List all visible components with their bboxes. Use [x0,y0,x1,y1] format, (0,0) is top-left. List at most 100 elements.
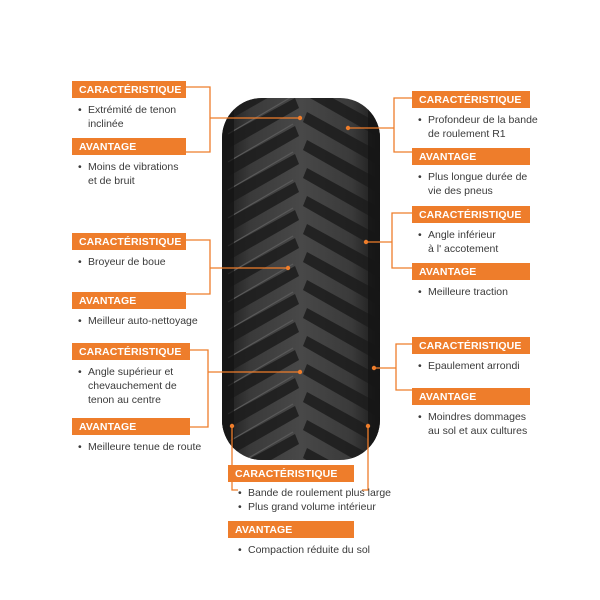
tread-lug-left [222,98,299,124]
callout-tread-tip: CARACTÉRISTIQUE Extrémité de tenoninclin… [72,80,186,188]
tread-ridge [227,179,294,219]
tread-lug-right [303,280,380,334]
tread-ridge [227,431,294,460]
leader-dots [229,115,377,429]
tread-lug-right [303,252,380,306]
tread-lug-left [222,378,299,432]
leader-mud-breaker [186,239,211,295]
tread-ridge [227,347,294,387]
dot-wide-right [365,423,371,429]
feature-list: Bande de roulement plus large Plus grand… [238,486,391,514]
benefit-list: Meilleure tenue de route [78,440,201,454]
tread-lug-right [303,336,380,390]
callout-wide-tread: CARACTÉRISTIQUE Bande de roulement plus … [228,464,391,557]
benefit-label: AVANTAGE [412,388,530,405]
tread-lug-left [222,238,299,292]
feature-list: Epaulement arrondi [418,359,530,373]
benefit-line-1: Meilleure traction [418,285,530,299]
callout-rounded-shoulder: CARACTÉRISTIQUE Epaulement arrondi AVANT… [412,336,530,438]
tread-ridge [227,123,294,163]
tread-lug-right [303,364,380,418]
tread-lug-left [222,210,299,264]
callout-upper-angle: CARACTÉRISTIQUE Angle supérieur etchevau… [72,342,201,454]
leader-wide-tread [231,426,238,491]
benefit-label: AVANTAGE [228,521,354,538]
tread-ridge [227,319,294,359]
dot-lower-angle [363,239,369,245]
tread-lug-left [222,98,299,152]
tread-lug-right [303,392,380,446]
feature-label: CARACTÉRISTIQUE [412,91,530,108]
feature-label: CARACTÉRISTIQUE [72,233,186,250]
leader-tread-tip [186,86,211,153]
tread-lug-right [303,224,380,278]
tread-ridge [227,375,294,415]
leader-upper-angle [190,349,209,428]
dot-wide-left [229,423,235,429]
leader-lower-angle [391,212,412,269]
tread-ridge [227,263,294,303]
benefit-line-1: Meilleur auto-nettoyage [78,314,198,328]
callout-tread-depth: CARACTÉRISTIQUE Profondeur de la bandede… [412,90,538,198]
tread-lug-left [222,322,299,376]
tread-lug-right [303,308,380,362]
tread-ridge [227,98,294,135]
feature-line-1: Bande de roulement plus large [238,486,391,500]
tread-ridge [227,291,294,331]
tread-lug-left [222,350,299,404]
tread-lug-left [222,434,299,460]
feature-line-1: Broyeur de boue [78,255,198,269]
benefit-label: AVANTAGE [72,138,186,155]
tread-lug-left [222,406,299,460]
tread-lug-left [222,126,299,180]
benefit-label: AVANTAGE [72,292,186,309]
tire-edge-right [368,98,380,460]
tread-ridge [227,151,294,191]
benefit-list: Meilleur auto-nettoyage [78,314,198,328]
feature-label: CARACTÉRISTIQUE [228,465,354,482]
dot-tread-tip [297,115,303,121]
tread-lugs [222,98,380,460]
tread-ridge [227,207,294,247]
tread-lug-right [303,196,380,250]
tread-lug-right [303,98,380,138]
tread-lug-right [303,420,380,460]
feature-label: CARACTÉRISTIQUE [412,206,530,223]
benefit-list: Compaction réduite du sol [238,543,391,557]
benefit-label: AVANTAGE [412,263,530,280]
leader-lines [186,86,412,491]
tread-lug-left [222,294,299,348]
dot-mud-breaker [285,265,291,271]
feature-line-1: Epaulement arrondi [418,359,530,373]
callout-mud-breaker: CARACTÉRISTIQUE Broyeur de boue AVANTAGE… [72,232,198,328]
dot-rounded-shoulder [371,365,377,371]
tread-lug-right [303,140,380,194]
tire [222,98,380,460]
feature-label: CARACTÉRISTIQUE [72,81,186,98]
benefit-list: Meilleure traction [418,285,530,299]
benefit-line-1: Compaction réduite du sol [238,543,391,557]
tread-lug-left [222,266,299,320]
tread-lug-right [303,168,380,222]
feature-line-2: Plus grand volume intérieur [238,500,391,514]
benefit-label: AVANTAGE [72,418,190,435]
tread-lug-right [303,112,380,166]
tread-lug-left [222,154,299,208]
tread-ridge [227,403,294,443]
benefit-line-1: Meilleure tenue de route [78,440,201,454]
leader-tread-depth [393,97,412,153]
